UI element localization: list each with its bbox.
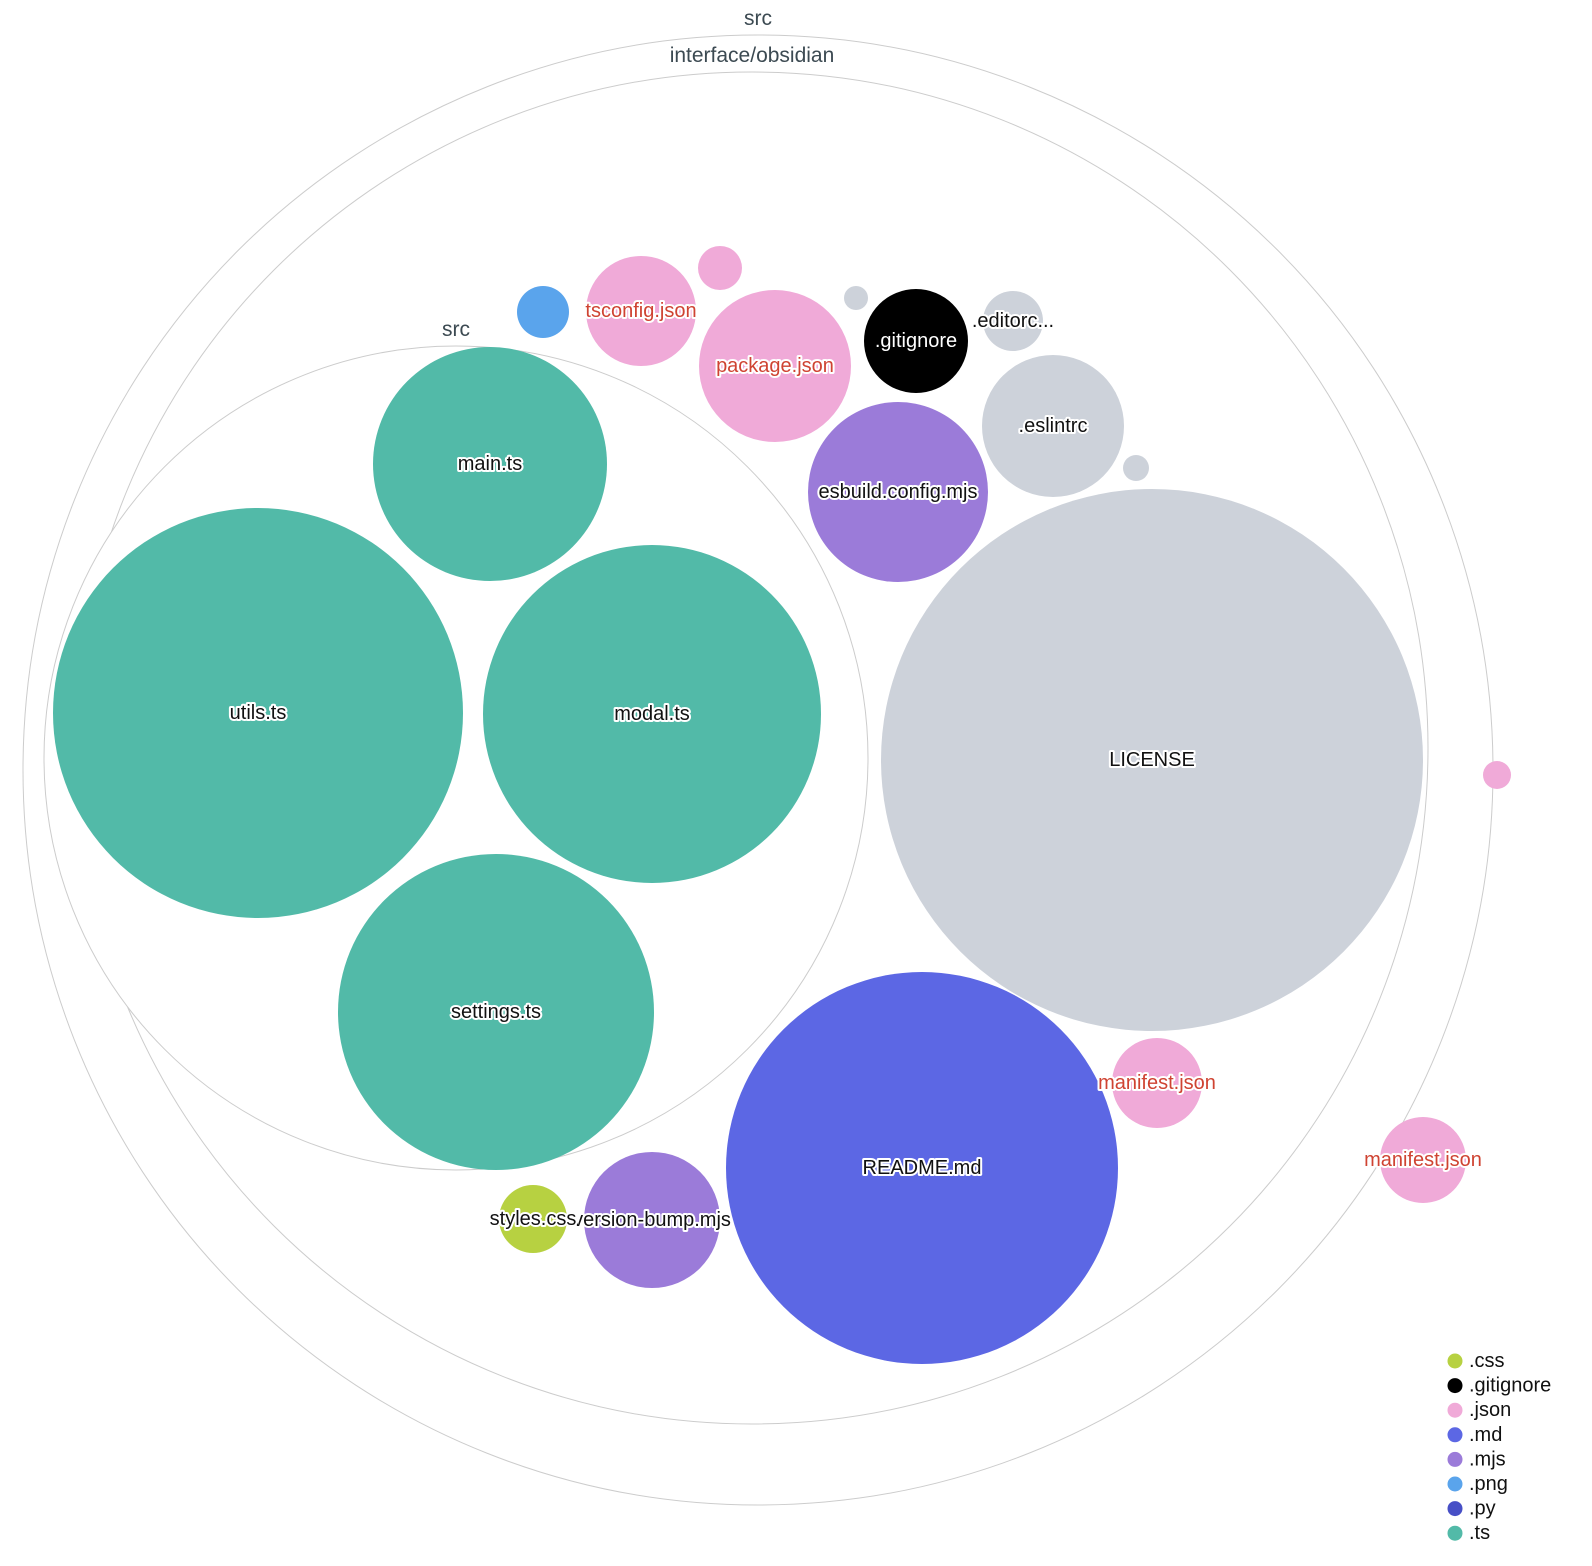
file-label-version-bump-mjs: version-bump.mjs bbox=[573, 1209, 731, 1231]
file-circle-package-json bbox=[699, 290, 851, 442]
file-label-utils-ts: utils.ts bbox=[230, 702, 287, 724]
file-circle-readme-md bbox=[726, 972, 1118, 1364]
file-circle-small-gray-file-1 bbox=[844, 286, 868, 310]
file-circle-utils-ts bbox=[53, 508, 463, 918]
legend-label-json: .json bbox=[1469, 1399, 1511, 1421]
legend-dot-css bbox=[1447, 1353, 1463, 1369]
legend-dot-md bbox=[1447, 1427, 1463, 1443]
file-label-tsconfig-json: tsconfig.json bbox=[585, 300, 696, 322]
file-circle-png-file bbox=[517, 286, 569, 338]
file-circle-manifest-json-outer bbox=[1380, 1117, 1466, 1203]
file-circle-license bbox=[881, 489, 1423, 1031]
file-circle-eslintrc bbox=[982, 355, 1124, 497]
folder-label-src-root: src bbox=[744, 7, 772, 30]
file-label-package-json: package.json bbox=[716, 355, 834, 377]
legend-dot-gitignore bbox=[1447, 1378, 1463, 1394]
file-label-eslintrc: .eslintrc bbox=[1019, 415, 1088, 437]
legend-label-gitignore: .gitignore bbox=[1469, 1375, 1551, 1397]
file-circle-small-gray-file-2 bbox=[1123, 455, 1149, 481]
file-label-manifest-json-outer: manifest.json bbox=[1364, 1149, 1482, 1171]
file-label-readme-md: README.md bbox=[863, 1157, 982, 1179]
file-circle-small-json-dot-right bbox=[1483, 761, 1511, 789]
legend-label-py: .py bbox=[1469, 1498, 1496, 1520]
file-label-main-ts: main.ts bbox=[458, 453, 522, 475]
legend-dot-json bbox=[1447, 1402, 1463, 1418]
file-label-settings-ts: settings.ts bbox=[451, 1001, 541, 1023]
legend-label-md: .md bbox=[1469, 1424, 1502, 1446]
file-circle-editorconfig bbox=[983, 291, 1043, 351]
folder-label-src-inner: src bbox=[442, 318, 470, 341]
file-circle-modal-ts bbox=[483, 545, 821, 883]
file-label-manifest-json: manifest.json bbox=[1098, 1072, 1216, 1094]
file-label-esbuild-config-mjs: esbuild.config.mjs bbox=[819, 481, 978, 503]
legend-label-mjs: .mjs bbox=[1469, 1448, 1506, 1470]
file-circle-styles-css bbox=[499, 1185, 567, 1253]
file-label-license: LICENSE bbox=[1109, 749, 1195, 771]
file-label-styles-css: styles.css bbox=[490, 1208, 577, 1230]
legend-label-ts: .ts bbox=[1469, 1522, 1490, 1544]
legend-label-css: .css bbox=[1469, 1350, 1505, 1372]
file-label-gitignore: .gitignore bbox=[875, 330, 957, 352]
legend-dot-mjs bbox=[1447, 1451, 1463, 1467]
folder-label-interface-obsidian: interface/obsidian bbox=[670, 44, 835, 67]
file-circle-small-json-file bbox=[698, 246, 742, 290]
file-circle-settings-ts bbox=[338, 854, 654, 1170]
legend-dot-ts bbox=[1447, 1525, 1463, 1541]
file-label-editorconfig: .editorc... bbox=[972, 310, 1054, 332]
legend-dot-py bbox=[1447, 1501, 1463, 1517]
legend-label-png: .png bbox=[1469, 1473, 1508, 1495]
file-circle-manifest-json bbox=[1112, 1038, 1202, 1128]
file-circle-esbuild-config-mjs bbox=[808, 402, 988, 582]
file-circle-gitignore bbox=[864, 289, 968, 393]
file-circle-version-bump-mjs bbox=[584, 1152, 720, 1288]
legend-dot-png bbox=[1447, 1476, 1463, 1492]
file-label-modal-ts: modal.ts bbox=[614, 703, 690, 725]
file-circle-main-ts bbox=[373, 347, 607, 581]
file-circle-tsconfig-json bbox=[586, 256, 696, 366]
